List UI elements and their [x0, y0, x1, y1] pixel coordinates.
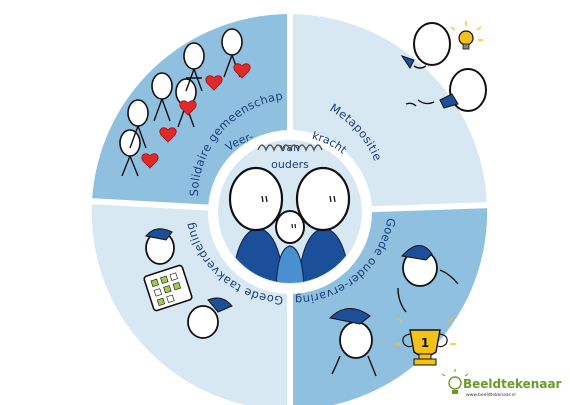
brand-logo: Beeldtekenaar www.beeldtekenaar.nl	[441, 369, 562, 398]
center-label-van: van	[280, 141, 300, 154]
brand-lightbulb-icon	[441, 369, 469, 394]
community-figures-illustration	[119, 28, 251, 177]
brand-name: Beeldtekenaar	[463, 377, 562, 391]
ouderervaring-illustration: 1	[328, 245, 459, 377]
lightbulb-icon	[450, 21, 483, 50]
svg-text:1: 1	[421, 336, 429, 350]
task-chart-icon	[143, 264, 193, 312]
trophy-icon: 1	[394, 317, 456, 366]
parents-family-figure	[228, 166, 351, 283]
taakverdeling-illustration	[143, 228, 233, 339]
center-label-ouders: ouders	[271, 158, 309, 171]
heart-icon	[141, 63, 251, 169]
spring-icon	[257, 144, 323, 152]
brand-url: www.beeldtekenaar.nl	[466, 392, 516, 398]
metapositie-illustration	[400, 21, 487, 112]
